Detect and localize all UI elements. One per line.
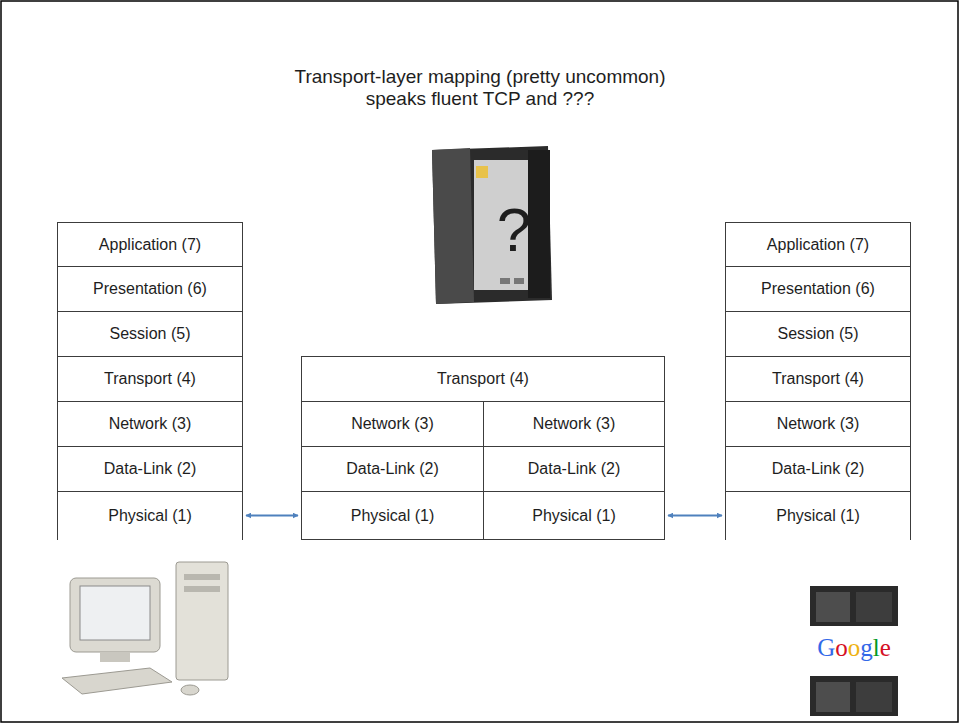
keyboard [62,668,172,694]
rack-illustration [810,586,898,716]
drive-bay [184,586,220,592]
logo-text: Google [796,634,912,662]
layer-label: Presentation (6) [755,280,881,298]
layer-box: Data-Link (2) [301,446,484,492]
monitor-screen [80,586,150,640]
server-ground [418,140,558,308]
layer-label: Transport (4) [766,370,870,388]
logo-letter: o [848,634,861,661]
slide-subtitle: speaks fluent TCP and ??? [0,89,960,110]
layer-label: Data-Link (2) [340,460,444,478]
layer-box: Network (3) [483,401,665,447]
layer-box: Network (3) [725,401,911,447]
layer-box: Network (3) [57,401,243,447]
server-side [432,148,474,304]
layer-box: Physical (1) [483,491,665,540]
layer-label: Network (3) [771,415,866,433]
layer-box: Physical (1) [301,491,484,540]
computer-illustration [62,562,228,695]
layer-box: Data-Link (2) [725,446,911,492]
layer-box: Data-Link (2) [483,446,665,492]
layer-label: Session (5) [772,325,865,343]
layer-label: Data-Link (2) [98,460,202,478]
layer-label: Presentation (6) [87,280,213,298]
layer-box: Network (3) [301,401,484,447]
layer-label: Application (7) [93,236,207,254]
logo-letter: g [860,634,873,661]
server-rack [810,676,898,716]
layer-box: Physical (1) [725,491,911,540]
layer-label: Network (3) [345,415,440,433]
computer-tower [176,562,228,680]
layer-label: Transport (4) [98,370,202,388]
layer-box: Transport (4) [301,356,665,402]
question-mark: ? [486,196,542,264]
layer-label: Data-Link (2) [522,460,626,478]
server-button [500,278,510,284]
layer-label: Network (3) [527,415,622,433]
layer-box: Application (7) [57,222,243,267]
layer-box: Session (5) [57,311,243,357]
layer-label: Physical (1) [770,507,866,525]
mouse [181,685,199,695]
server-illustration [418,140,558,308]
layer-box: Physical (1) [57,491,243,540]
layer-label: Network (3) [103,415,198,433]
layer-box: Presentation (6) [725,266,911,312]
layer-box: Session (5) [725,311,911,357]
monitor-stand [100,652,130,662]
logo-letter: o [835,634,848,661]
layer-label: Data-Link (2) [766,460,870,478]
logo-letter: l [873,634,880,661]
server-rack [810,586,898,626]
link-arrow [668,515,722,517]
rack-bay [856,592,892,622]
layer-box: Transport (4) [57,356,243,402]
layer-label: Physical (1) [345,507,441,525]
rack-bay [856,682,892,712]
monitor-case [70,578,160,652]
server-button [514,278,524,284]
layer-box: Data-Link (2) [57,446,243,492]
layer-box: Application (7) [725,222,911,267]
layer-label: Physical (1) [526,507,622,525]
rack-bay [816,682,850,712]
layer-box: Transport (4) [725,356,911,402]
logo-letter: e [880,634,891,661]
link-arrow [246,515,298,517]
logo-letter: G [817,634,835,661]
slide-title: Transport-layer mapping (pretty uncommon… [0,66,960,88]
layer-label: Transport (4) [431,370,535,388]
drive-bay [184,574,220,580]
server-body [432,146,552,304]
layer-label: Physical (1) [102,507,198,525]
layer-label: Session (5) [104,325,197,343]
rack-bay [816,592,850,622]
layer-label: Application (7) [761,236,875,254]
server-badge [476,166,488,178]
server-edge [528,150,550,298]
layer-box: Presentation (6) [57,266,243,312]
